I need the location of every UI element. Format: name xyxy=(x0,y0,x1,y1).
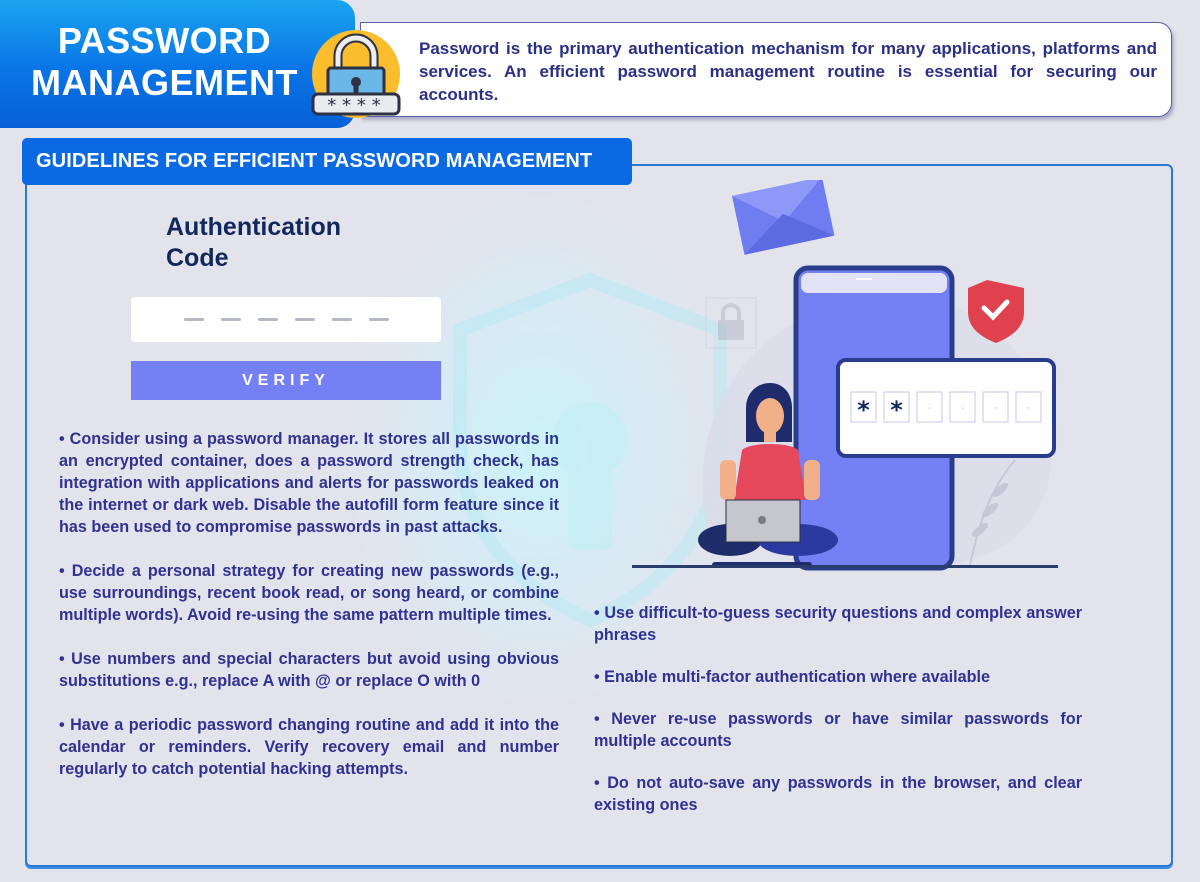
section-title: GUIDELINES FOR EFFICIENT PASSWORD MANAGE… xyxy=(22,138,632,185)
guideline-item: • Decide a personal strategy for creatin… xyxy=(59,562,559,624)
faint-padlock-icon xyxy=(705,297,757,349)
page-title: PASSWORD MANAGEMENT xyxy=(22,20,307,104)
padlock-icon: **** xyxy=(311,30,401,118)
pin-empty: - xyxy=(994,403,998,414)
pin-empty: - xyxy=(928,403,932,414)
guidelines-right-column: • Use difficult-to-guess security questi… xyxy=(594,602,1082,836)
title-banner: PASSWORD MANAGEMENT xyxy=(0,0,355,128)
code-slot xyxy=(183,318,204,321)
guideline-item: • Enable multi-factor authentication whe… xyxy=(594,668,991,686)
pin-entry-card: * * - - - - xyxy=(836,358,1056,458)
guideline-item: • Have a periodic password changing rout… xyxy=(59,716,559,778)
auth-code-title: Authentication Code xyxy=(166,212,341,274)
plant-decoration xyxy=(969,459,1016,566)
auth-title-line-2: Code xyxy=(166,244,229,272)
pin-empty: - xyxy=(961,403,965,414)
person-with-laptop xyxy=(698,383,838,568)
lock-code: **** xyxy=(326,95,385,116)
pin-digit: * xyxy=(890,396,903,424)
code-slot xyxy=(331,318,352,321)
code-slot xyxy=(294,318,315,321)
envelope-icon xyxy=(732,180,835,255)
ground-line xyxy=(632,565,1058,568)
code-slot xyxy=(257,318,278,321)
guidelines-left-column: • Consider using a password manager. It … xyxy=(59,428,559,802)
guideline-item: • Use difficult-to-guess security questi… xyxy=(594,604,1082,644)
intro-box: Password is the primary authentication m… xyxy=(360,22,1172,117)
guideline-item: • Do not auto-save any passwords in the … xyxy=(594,774,1082,814)
code-slot xyxy=(368,318,389,321)
title-line-1: PASSWORD xyxy=(57,20,272,61)
background-glow xyxy=(330,170,750,730)
code-slot xyxy=(220,318,241,321)
pin-empty: - xyxy=(1027,403,1031,414)
verify-button[interactable]: VERIFY xyxy=(131,361,441,400)
auth-code-input[interactable] xyxy=(131,297,441,342)
guideline-item: • Never re-use passwords or have similar… xyxy=(594,710,1082,750)
pin-digit: * xyxy=(857,396,870,424)
phone-authentication-illustration: * * - - - - xyxy=(632,180,1058,571)
guideline-item: • Consider using a password manager. It … xyxy=(59,430,559,536)
auth-title-line-1: Authentication xyxy=(166,213,341,241)
shield-check-icon xyxy=(968,280,1024,343)
title-line-2: MANAGEMENT xyxy=(31,62,298,103)
guideline-item: • Use numbers and special characters but… xyxy=(59,650,559,690)
intro-text: Password is the primary authentication m… xyxy=(419,39,1157,104)
